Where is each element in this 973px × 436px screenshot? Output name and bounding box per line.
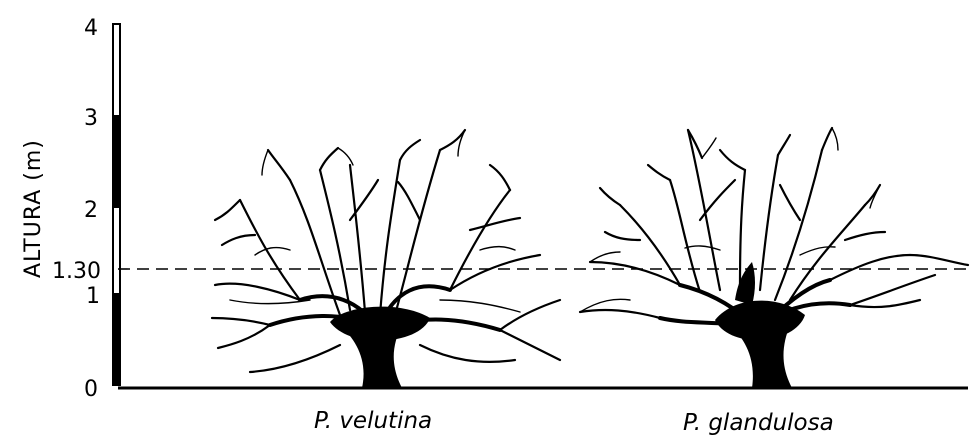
- tick-label-4: 4: [84, 16, 98, 41]
- tick-label-1: 1: [86, 284, 100, 309]
- scale-segment-0-1: [112, 294, 121, 386]
- species-label-p-glandulosa: P. glandulosa: [683, 410, 834, 436]
- scale-segment-3-4: [113, 24, 120, 116]
- scale-segment-1-2: [113, 207, 120, 294]
- scale-segment-2-3: [112, 116, 121, 207]
- tree-p-velutina: [212, 130, 560, 388]
- tick-label-3: 3: [84, 106, 98, 131]
- height-scale-bar: [112, 24, 121, 386]
- tick-label-0: 0: [84, 377, 98, 402]
- axis-title: ALTURA (m): [21, 139, 46, 278]
- tree-p-glandulosa: [580, 128, 968, 388]
- tick-label-1-30: 1.30: [52, 259, 101, 284]
- tick-label-2: 2: [84, 198, 98, 223]
- species-label-p-velutina: P. velutina: [314, 408, 432, 434]
